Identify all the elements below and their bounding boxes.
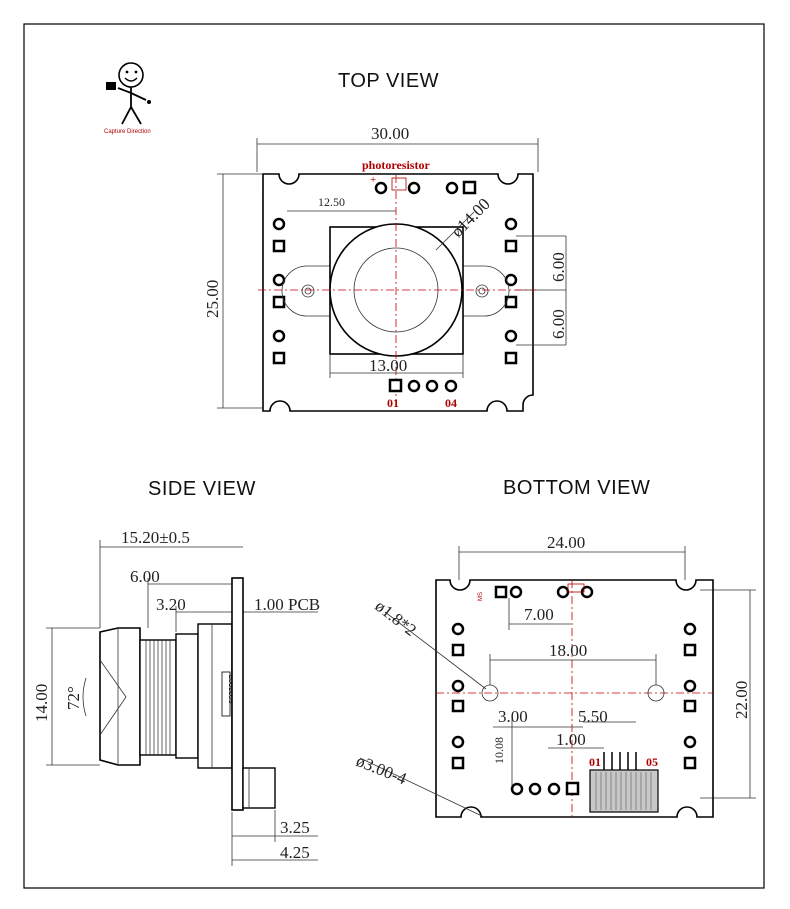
bottom-conn-first-label: 01 <box>589 755 601 769</box>
top-view: 30.00 25.00 photoresistor + 12.50 <box>203 124 568 412</box>
top-pitch-lower-label: 6.00 <box>549 309 568 339</box>
bottom-hole-small-label: ø1.8*2 <box>372 596 421 640</box>
side-height-label: 14.00 <box>32 684 51 722</box>
bottom-ribbon-connector <box>589 769 659 813</box>
side-length-b-label: 3.20 <box>156 595 186 614</box>
bottom-board-outline <box>435 579 714 818</box>
lens-diameter-label: ø14.00 <box>447 194 493 240</box>
top-view-title: TOP VIEW <box>338 70 439 92</box>
drawing-frame <box>23 23 765 889</box>
stick-figure-photographer-icon <box>106 62 151 125</box>
side-sensor-text: LOUDLOS <box>227 675 233 704</box>
bottom-hole-large-label: ø3.00-4 <box>354 751 410 788</box>
bottom-height-label: 22.00 <box>732 681 751 719</box>
side-pcb <box>231 577 244 811</box>
side-total-length-label: 15.20±0.5 <box>121 528 190 547</box>
side-fov-label: 72° <box>64 686 83 710</box>
top-pin-first-label: 01 <box>387 396 399 410</box>
bottom-dim-d-label: 10.08 <box>492 737 506 764</box>
top-board-outline <box>262 173 534 412</box>
bottom-dim-c-label: 1.00 <box>556 730 586 749</box>
side-conn-a-label: 3.25 <box>280 818 310 837</box>
top-width-label: 30.00 <box>371 124 409 143</box>
bottom-hole-span-label: 18.00 <box>549 641 587 660</box>
side-view-title: SIDE VIEW <box>148 478 256 500</box>
bottom-dim-a-label: 3.00 <box>498 707 528 726</box>
bottom-ms-label: MS <box>478 592 484 601</box>
side-conn-b-label: 4.25 <box>280 843 310 862</box>
bottom-view-title: BOTTOM VIEW <box>503 477 650 499</box>
holder-width-label: 13.00 <box>369 356 407 375</box>
bottom-view: 24.00 22.00 MS 7.00 <box>354 533 756 818</box>
bottom-dim-b-label: 5.50 <box>578 707 608 726</box>
top-offset-label: 12.50 <box>318 195 345 209</box>
top-pitch-upper-label: 6.00 <box>549 252 568 282</box>
side-pcb-label: 1.00 PCB <box>254 595 320 614</box>
svg-text:+: + <box>370 174 376 186</box>
photoresistor-label: photoresistor <box>362 158 430 172</box>
top-height-label: 25.00 <box>203 280 222 318</box>
logo-caption: Capture Direction <box>104 129 151 135</box>
side-length-a-label: 6.00 <box>130 567 160 586</box>
bottom-hole-gap-label: 7.00 <box>524 605 554 624</box>
bottom-conn-last-label: 05 <box>646 755 658 769</box>
top-pin-last-label: 04 <box>445 396 457 410</box>
side-view: 15.20±0.5 6.00 3.20 1.00 PCB 14.00 72° <box>32 528 320 866</box>
bottom-width-label: 24.00 <box>547 533 585 552</box>
